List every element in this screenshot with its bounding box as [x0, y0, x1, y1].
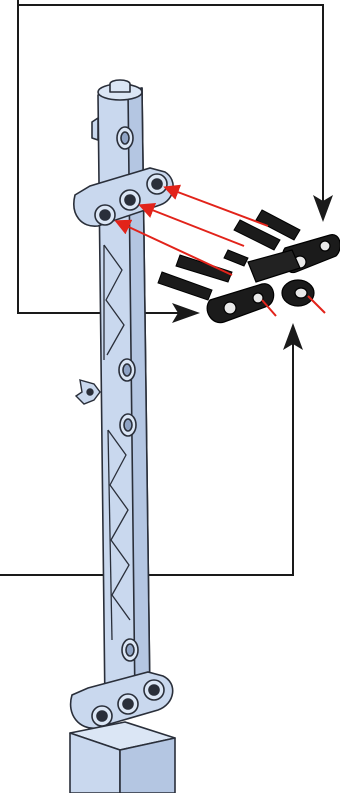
clip	[76, 380, 100, 404]
lower-arm-beam	[71, 672, 173, 728]
upper-arm-beam	[74, 168, 173, 226]
base-block	[70, 722, 175, 793]
